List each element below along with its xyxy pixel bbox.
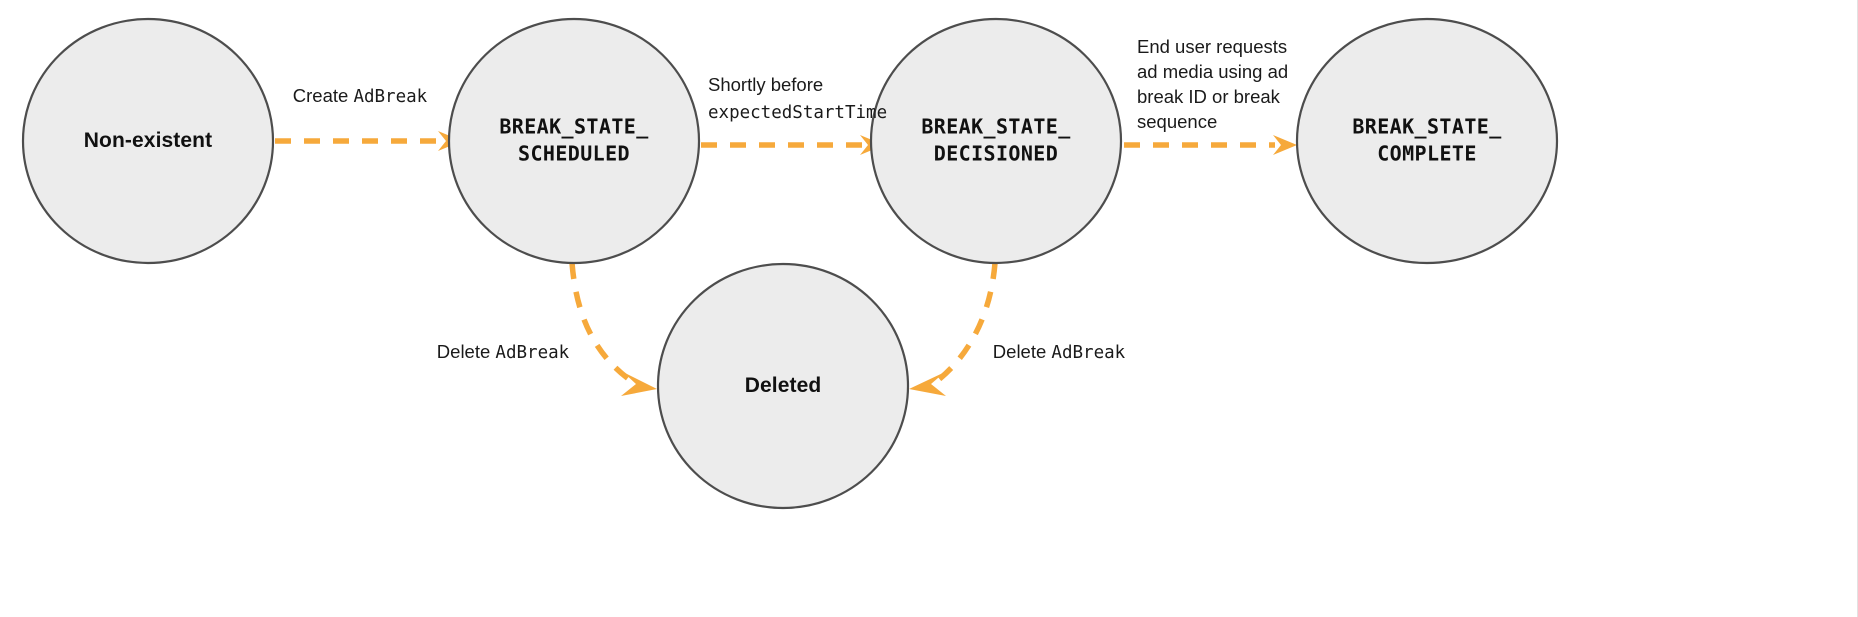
state-node-non-existent[interactable]: Non-existent xyxy=(21,17,275,265)
state-node-shape xyxy=(656,262,910,510)
state-node-break-state-decisioned[interactable]: BREAK_STATE_DECISIONED xyxy=(869,17,1123,265)
edge-decisioned-to-deleted xyxy=(909,262,998,396)
edges-layer xyxy=(275,131,1297,396)
edge-scheduled-to-deleted xyxy=(569,262,657,396)
state-node-label: BREAK_STATE_SCHEDULED xyxy=(499,114,649,165)
state-node-label: Non-existent xyxy=(84,129,212,152)
edge-label-create-adbreak: Create AdBreak xyxy=(293,85,428,107)
nodes-layer: Non-existent BREAK_STATE_SCHEDULED BREAK_S… xyxy=(21,17,1559,510)
edge-create-adbreak xyxy=(275,131,462,151)
state-node-shape xyxy=(869,17,1123,265)
arrowhead-icon xyxy=(909,372,946,396)
state-node-label: BREAK_STATE_COMPLETE xyxy=(1352,114,1502,165)
edge-scheduled-to-decisioned xyxy=(701,135,884,155)
state-node-break-state-complete[interactable]: BREAK_STATE_COMPLETE xyxy=(1295,17,1559,265)
state-node-shape xyxy=(21,17,275,265)
edge-label-scheduled-to-deleted: Delete AdBreak xyxy=(437,341,570,363)
state-node-label: BREAK_STATE_DECISIONED xyxy=(921,114,1071,165)
edge-line-decisioned-to-deleted xyxy=(935,262,998,384)
arrowhead-icon xyxy=(1273,135,1297,155)
state-node-shape xyxy=(447,17,701,265)
arrowhead-icon xyxy=(621,372,657,396)
state-node-break-state-scheduled[interactable]: BREAK_STATE_SCHEDULED xyxy=(447,17,701,265)
state-node-deleted[interactable]: Deleted xyxy=(656,262,910,510)
edge-decisioned-to-complete xyxy=(1124,135,1297,155)
state-node-label: Deleted xyxy=(745,374,822,397)
state-node-shape xyxy=(1295,17,1559,265)
edge-line-scheduled-to-deleted xyxy=(569,262,632,383)
edge-label-decisioned-to-deleted: Delete AdBreak xyxy=(993,341,1126,363)
